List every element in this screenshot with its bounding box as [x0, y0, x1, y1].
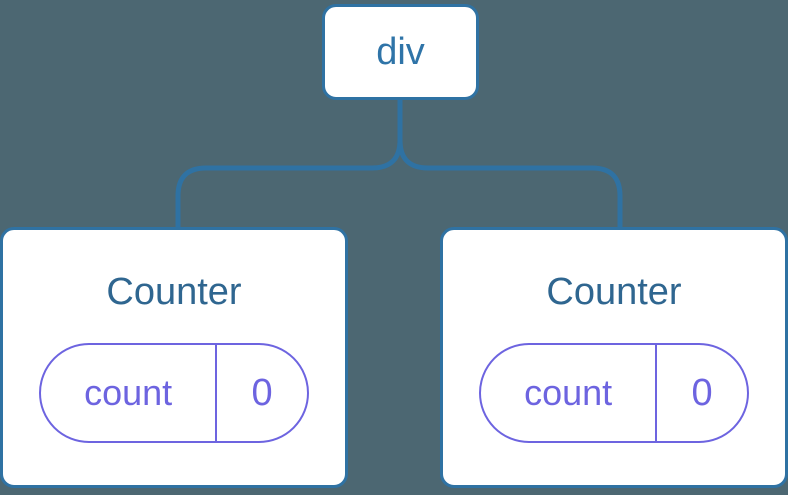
state-pill: count 0 — [39, 343, 309, 444]
state-value-cell: 0 — [657, 345, 747, 441]
state-value-cell: 0 — [217, 345, 307, 441]
component-title: Counter — [546, 270, 682, 313]
counter-card-left: Counter count 0 — [0, 227, 348, 488]
state-value: 0 — [691, 371, 713, 414]
connector-branch-right — [397, 98, 623, 230]
counter-card-right: Counter count 0 — [440, 227, 788, 488]
connector-branch-left — [175, 98, 403, 230]
component-title: Counter — [106, 270, 242, 313]
root-node: div — [322, 4, 479, 100]
state-name: count — [84, 372, 173, 414]
state-name: count — [524, 372, 613, 414]
state-pill: count 0 — [479, 343, 749, 444]
state-name-cell: count — [41, 345, 218, 442]
root-node-label: div — [376, 30, 425, 73]
state-value: 0 — [251, 371, 273, 414]
state-name-cell: count — [481, 345, 658, 442]
